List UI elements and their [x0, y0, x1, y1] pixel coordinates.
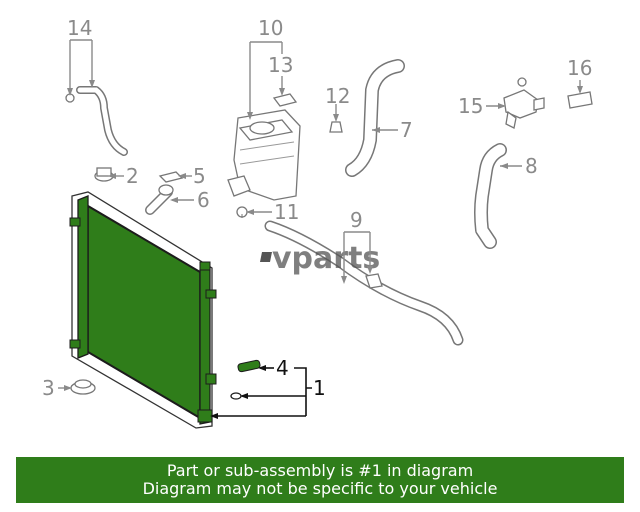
part-4-drain-plug[interactable]	[237, 359, 261, 373]
callout-15[interactable]: 15	[458, 94, 483, 118]
callout-11[interactable]: 11	[274, 200, 299, 224]
callout-4[interactable]: 4	[276, 356, 289, 380]
part-14-hose[interactable]	[65, 86, 128, 156]
part-6-hose[interactable]	[145, 184, 174, 215]
part-3-grommet[interactable]	[70, 379, 96, 395]
watermark-logo: vparts	[260, 241, 380, 276]
part-8-hose[interactable]	[474, 143, 507, 249]
callout-16[interactable]: 16	[567, 56, 592, 80]
callout-5[interactable]: 5	[193, 164, 206, 188]
callout-1[interactable]: 1	[313, 376, 326, 400]
part-10-reservoir[interactable]	[227, 109, 301, 201]
callout-9[interactable]: 9	[350, 208, 363, 232]
part-15-thermostat-housing[interactable]	[503, 77, 545, 129]
callout-13[interactable]: 13	[268, 53, 293, 77]
part-12-clip[interactable]	[329, 121, 343, 133]
info-banner: Part or sub-assembly is #1 in diagram Di…	[16, 457, 624, 503]
leader-lines	[58, 39, 583, 419]
part-5-clip[interactable]	[158, 171, 184, 183]
banner-line-1: Part or sub-assembly is #1 in diagram	[166, 461, 474, 480]
banner-line-2: Diagram may not be specific to your vehi…	[142, 479, 498, 498]
part-9-hose[interactable]	[264, 220, 464, 346]
part-2-cap[interactable]	[94, 167, 114, 182]
callout-8[interactable]: 8	[525, 154, 538, 178]
callout-12[interactable]: 12	[325, 84, 350, 108]
o-ring	[230, 392, 242, 400]
callout-3[interactable]: 3	[42, 376, 55, 400]
callout-2[interactable]: 2	[126, 164, 139, 188]
callout-6[interactable]: 6	[197, 188, 210, 212]
part-11-bolt[interactable]	[236, 206, 248, 218]
part-7-hose[interactable]	[345, 59, 405, 177]
callout-7[interactable]: 7	[400, 118, 413, 142]
watermark-text: vparts	[272, 241, 380, 276]
part-16-sleeve[interactable]	[567, 91, 593, 109]
callout-14[interactable]: 14	[67, 16, 92, 40]
callout-10[interactable]: 10	[258, 16, 283, 40]
radiator-assembly[interactable]	[69, 191, 217, 429]
part-13-cap[interactable]	[272, 93, 298, 107]
callout-labels: 14 10 13 12 7 15 16 8 2 5 6 11 9 3 4 1	[42, 16, 592, 400]
